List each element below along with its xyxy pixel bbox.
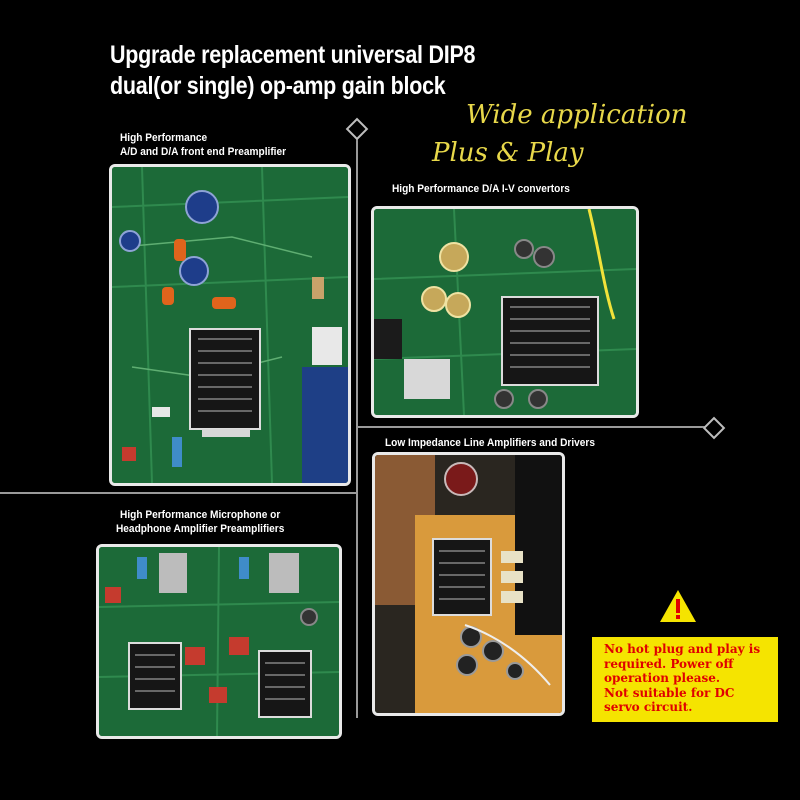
photo-iv-convertor-pcb (371, 206, 639, 418)
warning-line-1: No hot plug and play is (604, 642, 761, 656)
caption-top-left-line-1: High Performance (120, 132, 208, 144)
warning-line-5: servo circuit. (604, 700, 693, 714)
photo-microphone-preamp-pcb (96, 544, 342, 739)
caption-bottom-left: High Performance Microphone or Headphone… (116, 508, 284, 536)
pcb-illustration-1 (112, 167, 348, 483)
caption-top-left-line-2: A/D and D/A front end Preamplifier (120, 146, 287, 158)
divider-diamond-right (702, 416, 726, 440)
caption-bottom-left-line-2: Headphone Amplifier Preamplifiers (116, 523, 285, 535)
title-line-2: dual(or single) op-amp gain block (110, 72, 446, 100)
caption-top-left: High Performance A/D and D/A front end P… (120, 131, 286, 159)
caption-top-right: High Performance D/A I-V convertors (392, 183, 570, 195)
caption-bottom-left-line-1: High Performance Microphone or (120, 509, 281, 521)
divider-diamond-top (345, 117, 369, 141)
caption-bottom-right: Low Impedance Line Amplifiers and Driver… (385, 437, 595, 449)
photo-line-driver-pcb (372, 452, 565, 716)
warning-box: No hot plug and play is required. Power … (592, 637, 778, 722)
main-title: Upgrade replacement universal DIP8 dual(… (110, 40, 476, 102)
horizontal-divider-right (357, 426, 712, 428)
title-line-1: Upgrade replacement universal DIP8 (110, 41, 476, 69)
warning-line-2: required. Power off (604, 656, 734, 671)
photo-adda-preamp-pcb (109, 164, 351, 486)
pcb-illustration-2 (374, 209, 636, 415)
slogan-line-2: Plus & Play (432, 138, 584, 168)
slogan-line-1: Wide application (466, 100, 688, 130)
warning-icon (660, 590, 696, 622)
horizontal-divider-left (0, 492, 357, 494)
pcb-illustration-4 (375, 455, 562, 713)
vertical-divider (356, 138, 358, 718)
warning-line-4: Not suitable for DC (604, 685, 735, 700)
warning-line-3: operation please. (604, 671, 721, 685)
pcb-illustration-3 (99, 547, 339, 736)
